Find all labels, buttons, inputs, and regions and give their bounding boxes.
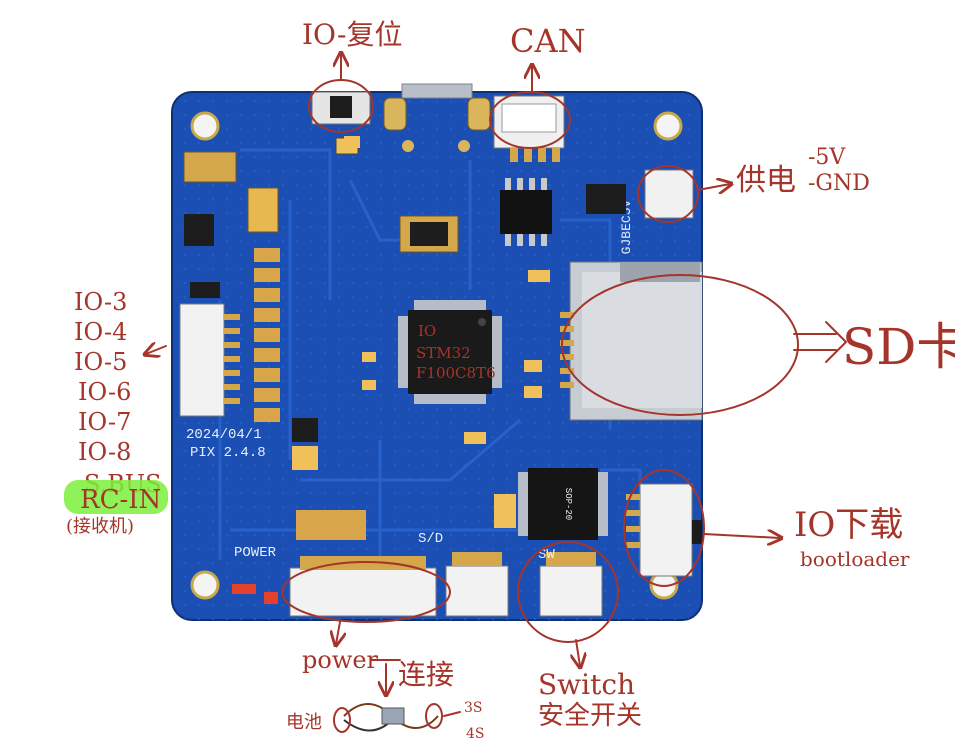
power-label: power bbox=[302, 646, 379, 674]
sop20-silkscreen: SOP-20 bbox=[563, 488, 573, 520]
version-silkscreen: PIX 2.4.8 bbox=[190, 445, 266, 461]
battery-lead-illustration bbox=[333, 703, 443, 733]
io-port-label: IO-8 bbox=[78, 438, 131, 466]
io-port-label: IO-7 bbox=[78, 408, 131, 436]
power-supply-circle bbox=[637, 165, 699, 223]
io-port-label: IO-5 bbox=[74, 348, 127, 376]
date-silkscreen: 2024/04/1 bbox=[186, 427, 262, 443]
sw-port-silkscreen: SW bbox=[538, 547, 555, 563]
stm32-mcu bbox=[398, 300, 502, 404]
battery-label: 电池 bbox=[286, 712, 322, 733]
sd-card-slot bbox=[560, 261, 703, 421]
io-side-connector bbox=[179, 303, 240, 417]
rc-in-note: (接收机) bbox=[66, 516, 134, 537]
pcb-board: GJBEC5V IO STM32 F100C8T6 bbox=[171, 83, 703, 621]
can-connector bbox=[493, 95, 565, 162]
mounting-hole bbox=[190, 570, 220, 600]
io-reset-label: IO-复位 bbox=[302, 18, 403, 51]
switch-label: Switch bbox=[538, 668, 635, 701]
resistor-array bbox=[254, 248, 280, 422]
power-silkscreen: POWER bbox=[234, 545, 277, 561]
io-port-label: IO-3 bbox=[74, 288, 127, 316]
mounting-hole bbox=[190, 111, 220, 141]
power-connector bbox=[289, 556, 437, 617]
power-connector-circle bbox=[281, 561, 451, 623]
voltage-3s: 3S bbox=[464, 700, 483, 716]
can-transceiver-chip bbox=[500, 190, 552, 234]
top-connector bbox=[401, 83, 473, 99]
io-download-circle bbox=[623, 469, 705, 587]
rc-in-highlight bbox=[64, 480, 168, 514]
sd-card-circle bbox=[561, 274, 799, 416]
safety-switch-connector bbox=[539, 552, 603, 617]
io-port-list: IO-3 IO-4 IO-5 IO-6 IO-7 IO-8 S.BUS bbox=[74, 288, 162, 498]
connect-label: 连接 bbox=[398, 658, 454, 691]
passive-components bbox=[183, 136, 626, 604]
voltage-4s: 4S bbox=[466, 726, 485, 742]
sop20-chip bbox=[518, 468, 608, 540]
safety-switch-circle bbox=[517, 541, 619, 643]
io-port-label: IO-6 bbox=[78, 378, 131, 406]
io-port-label: IO-4 bbox=[74, 318, 127, 346]
mounting-hole bbox=[653, 111, 683, 141]
power-pin-5v: -5V bbox=[808, 145, 846, 170]
sd-port-connector bbox=[445, 552, 509, 617]
can-label: CAN bbox=[510, 22, 586, 60]
safety-switch-label: 安全开关 bbox=[538, 701, 642, 731]
power-supply-label: 供电 bbox=[736, 163, 796, 198]
can-circle bbox=[489, 91, 571, 149]
sd-port-silkscreen: S/D bbox=[418, 531, 443, 547]
mcu-note-io: IO bbox=[418, 322, 436, 340]
io-download-connector bbox=[626, 483, 702, 577]
io-download-label: IO下载 bbox=[794, 505, 903, 545]
power-supply-connector bbox=[644, 169, 694, 219]
bootloader-label: bootloader bbox=[800, 547, 910, 571]
mcu-note-stm32: STM32 bbox=[416, 344, 471, 362]
rc-in-label: RC-IN bbox=[80, 485, 161, 515]
sd-card-label: SD卡 bbox=[842, 318, 955, 376]
power-pin-gnd: -GND bbox=[808, 171, 870, 196]
mcu-note-part: F100C8T6 bbox=[416, 364, 496, 382]
